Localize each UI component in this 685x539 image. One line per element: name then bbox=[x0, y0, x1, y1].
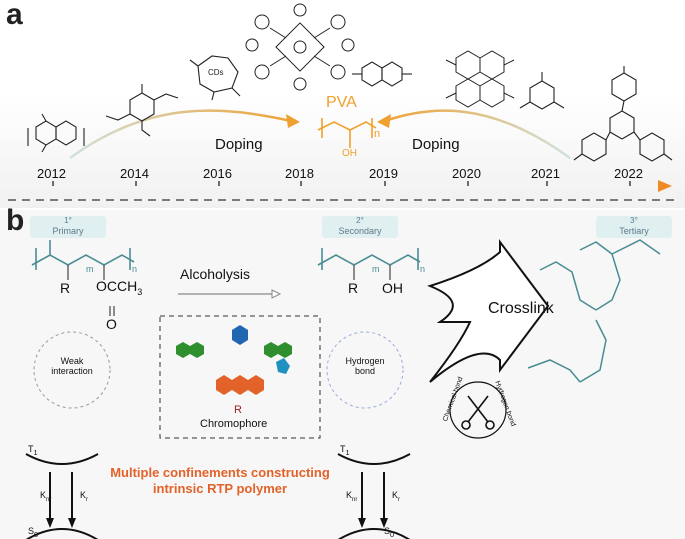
tertiary-network bbox=[527, 239, 661, 383]
timeline bbox=[8, 180, 680, 201]
pva-oh-label: OH bbox=[342, 148, 357, 159]
stage-secondary-num: 2° bbox=[356, 216, 364, 225]
carbonyl-o-label: O bbox=[106, 316, 117, 332]
secondary-n-subscript: n bbox=[420, 264, 426, 274]
molecule-2018 bbox=[245, 3, 355, 91]
molecule-2014 bbox=[105, 84, 179, 137]
doping-arrow-right bbox=[381, 109, 571, 160]
weak-interaction-circle bbox=[33, 331, 111, 409]
rtp-title: Multiple confinements constructing intri… bbox=[110, 465, 330, 496]
year-2020: 2020 bbox=[452, 166, 481, 181]
kr-left: Kr bbox=[80, 490, 89, 503]
stage-tags bbox=[30, 216, 672, 238]
secondary-oh-label: OH bbox=[382, 280, 403, 296]
panel-b-letter: b bbox=[6, 204, 25, 237]
s0-right: S0 bbox=[384, 526, 395, 539]
molecule-biphenyl bbox=[352, 61, 412, 87]
crosslink-label: Crosslink bbox=[488, 300, 554, 317]
molecule-trimesate bbox=[519, 72, 565, 110]
chromophore-r-label: R bbox=[234, 404, 242, 416]
energy-diagram-left bbox=[25, 453, 99, 539]
knr-left: Knr bbox=[40, 490, 52, 503]
molecule-2022 bbox=[573, 66, 673, 162]
doping-label-left: Doping bbox=[215, 136, 263, 153]
year-2018: 2018 bbox=[285, 166, 314, 181]
secondary-r-label: R bbox=[348, 280, 359, 296]
secondary-polymer bbox=[317, 248, 421, 270]
scissors-icon bbox=[461, 395, 495, 430]
chromophore-label: Chromophore bbox=[200, 418, 268, 430]
s0-left: S0 bbox=[28, 526, 39, 539]
year-2012: 2012 bbox=[37, 166, 66, 181]
year-2022: 2022 bbox=[614, 166, 643, 181]
hydrogen-bond-circle bbox=[326, 331, 404, 409]
panel-a-background bbox=[0, 0, 685, 208]
year-2021: 2021 bbox=[531, 166, 560, 181]
stage-primary-word: Primary bbox=[52, 226, 84, 236]
stage-primary-num: 1° bbox=[64, 216, 72, 225]
stage-tertiary-word: Tertiary bbox=[619, 226, 649, 236]
primary-r-label: R bbox=[60, 280, 71, 296]
pva-n-subscript: n bbox=[374, 128, 381, 140]
molecule-2012 bbox=[27, 113, 85, 153]
hydrogen-bond-label: Hydrogen bond bbox=[345, 356, 385, 376]
knr-right: Knr bbox=[346, 490, 358, 503]
panel-a-letter: a bbox=[6, 0, 23, 31]
secondary-m-subscript: m bbox=[372, 264, 380, 274]
primary-m-subscript: m bbox=[86, 264, 94, 274]
bond-cycle-circle bbox=[449, 381, 507, 439]
acetate-label: OCCH3 bbox=[96, 278, 143, 297]
stage-tertiary-num: 3° bbox=[630, 216, 638, 225]
chromophore-box bbox=[159, 315, 321, 439]
year-2019: 2019 bbox=[369, 166, 398, 181]
t1-left: T1 bbox=[28, 444, 38, 457]
chromophore-icons bbox=[176, 325, 292, 395]
cds-label: CDs bbox=[208, 68, 224, 77]
primary-n-subscript: n bbox=[132, 264, 138, 274]
year-2014: 2014 bbox=[120, 166, 149, 181]
doping-arrow-left bbox=[69, 109, 297, 160]
primary-polymer bbox=[31, 240, 135, 270]
t1-right: T1 bbox=[340, 444, 350, 457]
panel-a-graphics bbox=[8, 3, 680, 201]
alcoholysis-label: Alcoholysis bbox=[180, 266, 251, 282]
molecule-cds bbox=[189, 55, 241, 101]
pva-structure bbox=[317, 118, 377, 148]
pva-label: PVA bbox=[326, 94, 357, 111]
crosslink-arrow bbox=[427, 239, 550, 383]
year-2016: 2016 bbox=[203, 166, 232, 181]
energy-diagram-right bbox=[337, 453, 411, 539]
weak-interaction-label: Weak interaction bbox=[51, 356, 93, 376]
kr-right: Kr bbox=[392, 490, 401, 503]
stage-secondary-word: Secondary bbox=[338, 226, 382, 236]
doping-label-right: Doping bbox=[412, 136, 460, 153]
panel-b-graphics bbox=[25, 216, 672, 539]
panel-b-background bbox=[0, 210, 685, 539]
molecule-perylene bbox=[445, 50, 515, 108]
